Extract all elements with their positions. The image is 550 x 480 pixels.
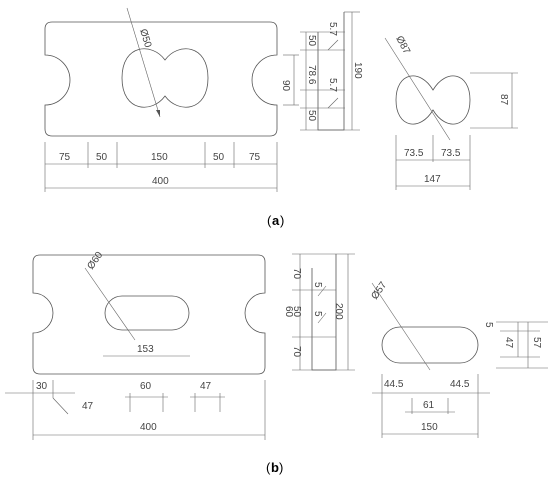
dim-b-open-height-outer: 57	[531, 337, 542, 349]
dim-b-side-middle: 60	[283, 306, 294, 318]
dim-a-open-half-right: 73.5	[441, 148, 461, 159]
dim-b-side-bottom: 70	[291, 346, 302, 358]
plate-b-hole	[104, 295, 190, 331]
dim-b-open-half-right: 44.5	[450, 379, 470, 390]
dim-b-open-inner: 61	[423, 400, 435, 411]
dim-a-seg-3: 150	[151, 152, 168, 163]
dim-a-open-total: 147	[424, 174, 441, 185]
plate-b-diameter-label: Ø60	[85, 250, 105, 272]
dim-b-slot-b: 47	[200, 381, 212, 392]
plate-b-outline	[32, 254, 266, 375]
dim-a-seg-2: 50	[96, 152, 108, 163]
dim-b-total: 400	[140, 422, 157, 433]
dim-b-gap: 30	[36, 381, 48, 392]
caption-a-open: (	[267, 213, 272, 228]
dim-b-side-top: 70	[291, 268, 302, 280]
plate-b-bottom-dims: 30 47 60 47 400	[5, 380, 266, 440]
caption-a-letter: a	[272, 213, 280, 228]
dim-b-side-midsmall: 50	[291, 306, 302, 318]
plate-a-hole	[121, 48, 209, 108]
dim-b-open-total: 150	[421, 422, 438, 433]
opening-a-shape	[395, 75, 471, 125]
dim-a-seg-4: 50	[213, 152, 225, 163]
side-b: 70 5 60 50 5 70 200	[283, 253, 355, 371]
opening-b-shape	[381, 326, 479, 364]
dim-a-open-diameter: Ø87	[393, 34, 412, 56]
dim-a-seg-5: 75	[249, 152, 261, 163]
plate-a-diameter-leader	[126, 7, 161, 118]
dim-b-open-slot: 5	[483, 322, 494, 328]
dim-a-side-total: 190	[352, 62, 363, 79]
dim-a-open-height: 87	[498, 94, 509, 106]
caption-b-letter: b	[271, 460, 279, 475]
dim-a-side-midslot: 5.7	[327, 78, 338, 92]
caption-b-close: )	[279, 460, 283, 475]
dim-b-open-half-left: 44.5	[384, 379, 404, 390]
dim-a-side-middle: 78.6	[306, 65, 317, 85]
figure-b: Ø60 153 30 47 60 47 400	[5, 250, 548, 475]
caption-a-close: )	[280, 213, 284, 228]
dim-a-seg-1: 75	[59, 152, 71, 163]
plate-a-diameter-label: Ø50	[137, 28, 153, 50]
figure-a: Ø50 90 75 50 150 50 75 400	[44, 7, 518, 228]
dim-b-inner: 153	[137, 344, 154, 355]
dim-b-side-topslot: 5	[312, 282, 323, 288]
plate-a-outline	[44, 21, 278, 137]
dim-b-offset: 47	[82, 401, 94, 412]
dim-a-side-topslot: 5.7	[327, 22, 338, 36]
dim-a-side-bottom: 50	[306, 110, 317, 122]
opening-b: Ø57 44.5 44.5 61 150 5 47 57	[369, 280, 548, 438]
dim-a-side-top: 50	[306, 35, 317, 47]
dim-a-90-label: 90	[280, 80, 291, 92]
dim-b-open-height-inner: 47	[503, 337, 514, 349]
dim-b-side-midslot: 5	[312, 311, 323, 317]
side-a: 50 5.7 78.6 5.7 50 190	[300, 11, 363, 131]
dim-a-open-half-left: 73.5	[404, 148, 424, 159]
dim-a-total: 400	[152, 176, 169, 187]
plate-a-arrow	[156, 110, 160, 117]
dim-b-open-diameter: Ø57	[369, 280, 389, 302]
opening-a: Ø87 87 73.5 73.5 147	[384, 34, 518, 190]
dim-b-slot-a: 60	[140, 381, 152, 392]
dim-b-side-total: 200	[333, 303, 344, 320]
caption-b-open: (	[266, 460, 271, 475]
plate-a-bottom-dims: 75 50 150 50 75 400	[44, 142, 278, 192]
